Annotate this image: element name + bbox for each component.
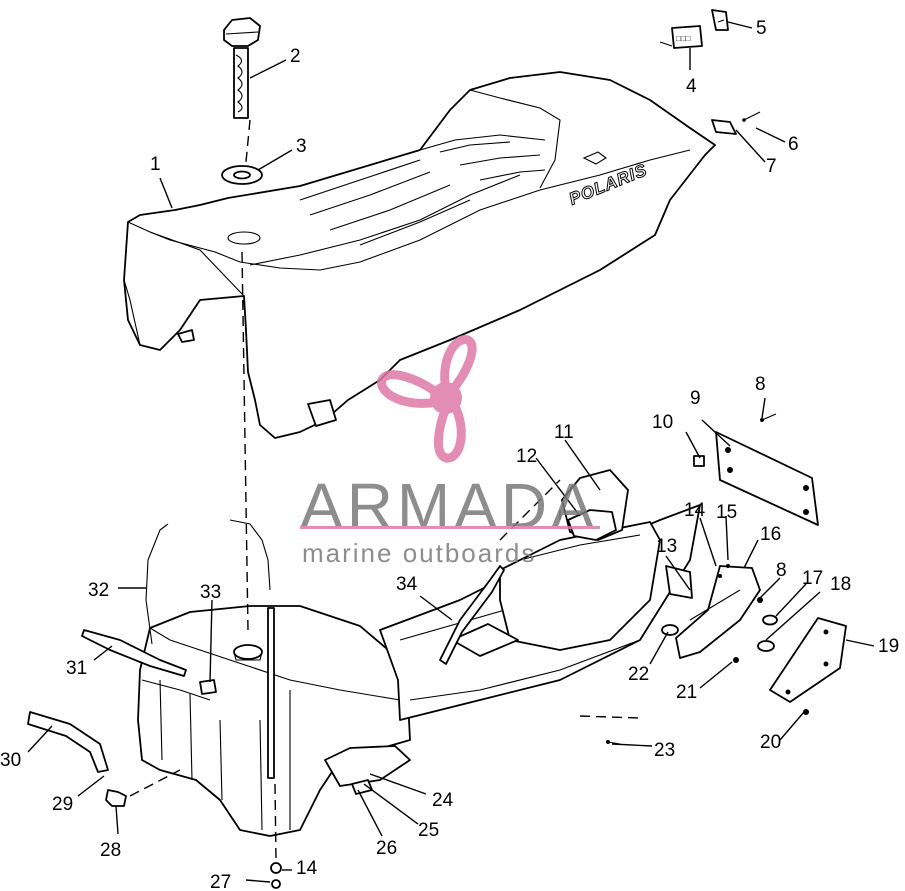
watermark-tagline: marine outboards bbox=[302, 538, 536, 568]
callout-7: 7 bbox=[766, 156, 777, 177]
callout-15: 15 bbox=[716, 502, 737, 523]
callout-10: 10 bbox=[652, 412, 673, 433]
callout-27: 27 bbox=[210, 872, 231, 891]
watermark: ARMADA marine outboards bbox=[300, 335, 600, 568]
clip-and-screw bbox=[711, 111, 761, 135]
propeller-icon bbox=[377, 335, 477, 463]
watermark-brand: ARMADA bbox=[300, 470, 598, 542]
callout-labels: 1 2 3 4 5 6 7 8 9 10 11 12 13 14 15 16 8… bbox=[0, 18, 899, 891]
assembly-guide-lines bbox=[129, 119, 641, 861]
fuel-gauge-cap bbox=[223, 17, 261, 119]
callout-32: 32 bbox=[88, 580, 109, 601]
callout-8a: 8 bbox=[755, 374, 766, 395]
callout-30: 30 bbox=[0, 750, 21, 771]
callout-13: 13 bbox=[656, 536, 677, 557]
leader-lines bbox=[27, 21, 875, 883]
callout-31: 31 bbox=[66, 658, 87, 679]
callout-29: 29 bbox=[52, 794, 73, 815]
decal-plate: □□□ bbox=[659, 9, 729, 49]
callout-19: 19 bbox=[878, 636, 899, 657]
callout-24: 24 bbox=[432, 790, 454, 811]
callout-12: 12 bbox=[516, 446, 537, 467]
callout-1: 1 bbox=[150, 154, 161, 175]
callout-18: 18 bbox=[830, 574, 851, 595]
callout-25: 25 bbox=[418, 820, 439, 841]
seat-filler-opening bbox=[227, 231, 261, 245]
callout-9: 9 bbox=[690, 388, 701, 409]
mounting-plate bbox=[693, 413, 819, 526]
callout-14a: 14 bbox=[684, 500, 706, 521]
callout-11: 11 bbox=[554, 422, 574, 443]
tank-filler-neck bbox=[233, 644, 263, 660]
callout-26: 26 bbox=[376, 838, 397, 859]
callout-14b: 14 bbox=[296, 858, 318, 879]
callout-4: 4 bbox=[686, 76, 697, 97]
callout-8b: 8 bbox=[776, 560, 787, 581]
callout-5: 5 bbox=[756, 18, 767, 39]
callout-34: 34 bbox=[396, 574, 418, 595]
callout-3: 3 bbox=[296, 136, 307, 157]
hoses-and-cables bbox=[27, 510, 621, 889]
seat-assembly: POLARIS bbox=[123, 71, 716, 439]
callout-28: 28 bbox=[100, 840, 121, 861]
label-tag: □□□ bbox=[676, 34, 691, 43]
callout-21: 21 bbox=[676, 682, 697, 703]
bracket-assembly bbox=[675, 564, 847, 715]
callout-20: 20 bbox=[760, 732, 781, 753]
callout-2: 2 bbox=[290, 46, 301, 67]
watermark-underline bbox=[300, 526, 600, 529]
callout-33: 33 bbox=[200, 582, 221, 603]
washer bbox=[221, 165, 263, 185]
chassis-tunnel bbox=[379, 469, 701, 721]
callout-22: 22 bbox=[628, 664, 649, 685]
callout-6: 6 bbox=[788, 134, 799, 155]
callout-16: 16 bbox=[760, 524, 781, 545]
callout-23: 23 bbox=[654, 740, 675, 761]
callout-17: 17 bbox=[802, 568, 823, 589]
